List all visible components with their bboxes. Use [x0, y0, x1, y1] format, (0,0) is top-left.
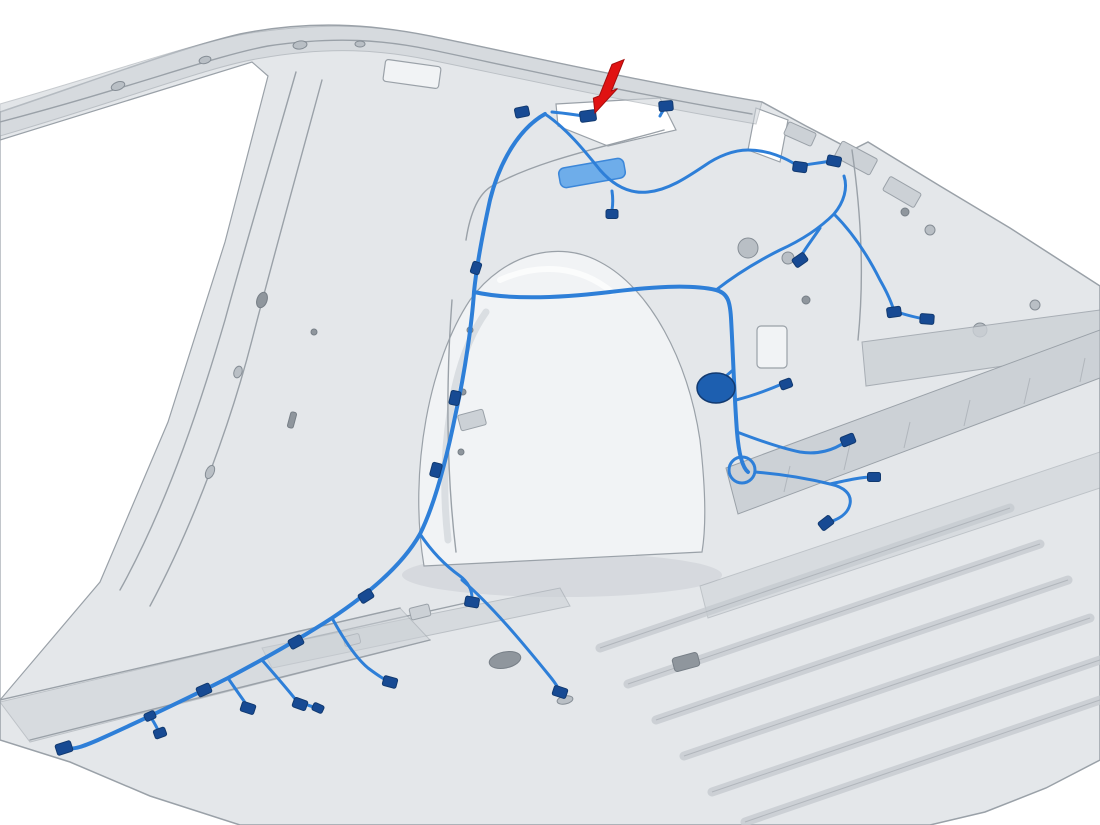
- harness-clip: [195, 682, 213, 698]
- harness-sill-branch-c: [330, 616, 388, 682]
- floor-bracket: [408, 603, 432, 621]
- harness-clip-pointed: [579, 109, 597, 123]
- harness-clip: [513, 105, 531, 119]
- harness-shield-patch: [557, 157, 627, 189]
- pillar-hole: [310, 328, 318, 336]
- red-arrow-icon: [592, 58, 625, 115]
- pillar-hole: [233, 365, 243, 379]
- harness-sill-branch-b: [460, 578, 560, 690]
- roof-rail: [0, 25, 763, 137]
- harness-branch-848: [735, 430, 847, 455]
- pillar-edge-2: [149, 79, 323, 607]
- hinge-bracket: [882, 176, 922, 208]
- header-hole: [924, 224, 936, 236]
- harness-clip: [464, 595, 480, 609]
- harness-clip: [791, 252, 809, 268]
- rail-hole: [354, 40, 366, 48]
- harness-slack-loop: [727, 455, 757, 485]
- harness-clip: [239, 701, 257, 715]
- shelf-support-beam: [861, 309, 1100, 387]
- harness-topright-branch: [543, 112, 800, 194]
- harness-clip: [867, 472, 881, 482]
- harness-clips: [54, 100, 935, 756]
- dome-front-flange: [447, 299, 457, 553]
- wheelhouse-shadow: [402, 553, 722, 597]
- harness-clip: [143, 710, 157, 722]
- crossmember-ribs: [783, 357, 1086, 493]
- harness-clip: [817, 515, 835, 531]
- floor-slot-opening: [671, 652, 701, 672]
- rail-hole: [292, 40, 308, 50]
- harness-grommet: [696, 372, 736, 404]
- rocker-line-lower: [29, 639, 431, 741]
- harness-clip: [778, 377, 794, 391]
- quarter-top-edge: [465, 129, 665, 241]
- car-body-structure: [0, 24, 1100, 825]
- harness-clip: [839, 432, 857, 448]
- harness-sill-branch-a: [418, 532, 474, 600]
- quarter-hole: [1029, 299, 1041, 311]
- harness-drop-612: [610, 189, 615, 212]
- harness-clip: [551, 685, 569, 699]
- bulkhead-hole-large: [737, 237, 759, 259]
- dome-shading: [441, 308, 490, 544]
- header-bracket: [783, 121, 817, 147]
- pillar-slot: [286, 411, 298, 429]
- pillar-hole: [256, 291, 268, 309]
- wiring-harness: [54, 100, 935, 756]
- rear-crossmember: [725, 329, 1100, 515]
- harness-clip: [886, 305, 902, 319]
- floor-oval-opening: [488, 650, 522, 670]
- callout-arrow: [592, 58, 625, 115]
- rail-hole: [198, 55, 212, 65]
- flange-hole: [457, 448, 465, 456]
- header-bracket: [834, 140, 878, 176]
- harness-clip: [469, 260, 483, 276]
- header-hole: [900, 207, 910, 217]
- harness-clip: [311, 702, 325, 714]
- harness-clip: [825, 154, 843, 168]
- harness-clip: [429, 461, 443, 479]
- harness-clip: [152, 726, 168, 740]
- harness-right-riser: [714, 174, 848, 292]
- bulkhead-hole: [801, 295, 811, 305]
- harness-loop-continuation: [753, 470, 852, 525]
- rail-bracket-plate: [382, 58, 442, 90]
- bulkhead-hole: [781, 251, 795, 265]
- harness-clip: [357, 588, 375, 604]
- harness-clip: [919, 313, 935, 325]
- harness-clip: [291, 696, 309, 712]
- dome-bracket: [457, 408, 487, 432]
- harness-connector-end: [54, 740, 74, 756]
- rail-hole: [110, 81, 126, 91]
- floor-ribs-lines: [599, 507, 1100, 823]
- harness-clip: [381, 675, 399, 689]
- harness-branch-790: [734, 382, 784, 402]
- harness-clip: [448, 389, 462, 407]
- wheelhouse-dome: [418, 250, 706, 567]
- pillar-edge: [119, 71, 297, 591]
- harness-clip: [287, 634, 305, 650]
- header-gap: [747, 107, 789, 163]
- roof-rail-inner-line: [0, 39, 753, 123]
- harness-clip: [658, 100, 674, 112]
- window-aperture: [0, 61, 269, 701]
- bulkhead-rect-opening: [756, 325, 788, 369]
- harness-branch-894: [832, 212, 896, 313]
- harness-clip: [792, 160, 808, 174]
- pillar-hole: [204, 464, 216, 480]
- harness-clip: [605, 209, 619, 219]
- dome-highlight: [497, 265, 615, 295]
